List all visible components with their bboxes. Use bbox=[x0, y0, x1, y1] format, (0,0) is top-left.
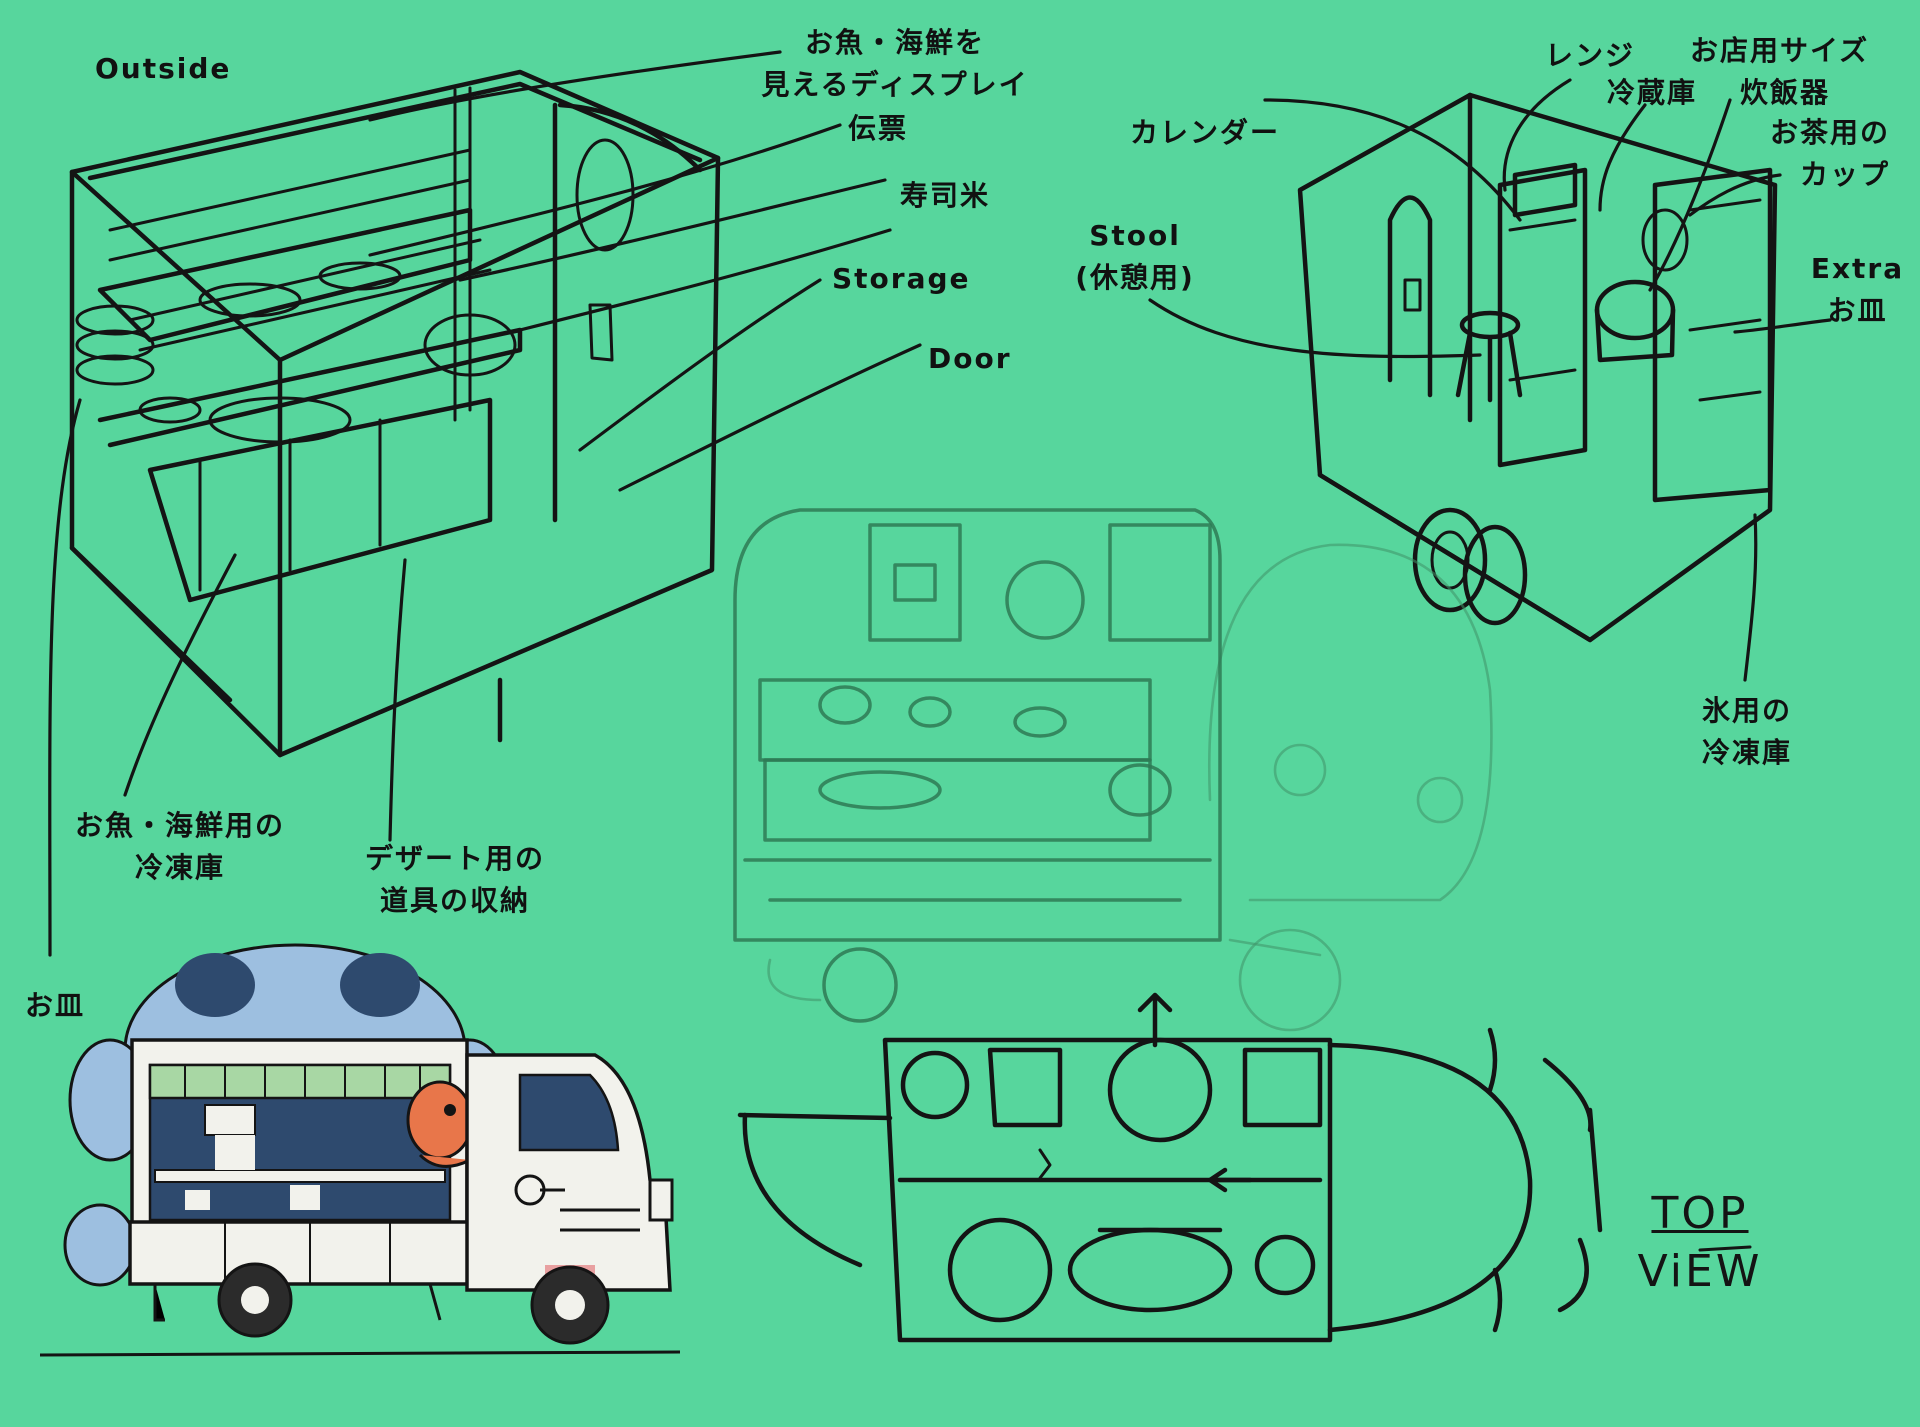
label-storage: Storage bbox=[832, 262, 971, 295]
label-slip: 伝票 bbox=[848, 112, 909, 145]
label-tea-cups: お茶用の カップ bbox=[1740, 112, 1890, 196]
label-extra-plates-line1: Extra bbox=[1810, 252, 1905, 285]
label-fish-freezer-line2: 冷凍庫 bbox=[134, 851, 225, 884]
label-fridge: 冷蔵庫 bbox=[1607, 76, 1698, 109]
label-dessert-storage: デザート用の 道具の収納 bbox=[345, 838, 565, 922]
top-view-sketch bbox=[737, 992, 1752, 1343]
color-food-truck bbox=[39, 943, 681, 1357]
label-dessert-storage-line1: デザート用の bbox=[364, 842, 545, 875]
label-microwave: レンジ bbox=[1545, 39, 1636, 72]
label-extra-plates: Extra お皿 bbox=[1800, 248, 1915, 332]
label-fish-display: お魚・海鮮を 見えるディスプレイ bbox=[730, 22, 1060, 106]
label-outside: Outside bbox=[95, 52, 232, 85]
front-view-ghost-sketch bbox=[733, 508, 1493, 1032]
fish-mascot bbox=[406, 1080, 474, 1160]
label-tea-cups-line1: お茶用の bbox=[1769, 116, 1890, 149]
label-ice-freezer: 氷用の 冷凍庫 bbox=[1672, 690, 1822, 774]
label-fish-freezer-line1: お魚・海鮮用の bbox=[74, 809, 285, 842]
label-stool-line2: (休憩用) bbox=[1075, 261, 1195, 294]
label-calendar: カレンダー bbox=[1130, 116, 1281, 149]
label-stool: Stool (休憩用) bbox=[1055, 215, 1215, 299]
label-fish-freezer: お魚・海鮮用の 冷凍庫 bbox=[55, 805, 305, 889]
label-ice-freezer-line1: 氷用の bbox=[1701, 694, 1792, 727]
outside-leader-lines bbox=[48, 50, 922, 957]
label-door: Door bbox=[928, 342, 1012, 375]
label-top-view-line2: ViEW bbox=[1637, 1246, 1763, 1297]
label-rice-cooker: 炊飯器 bbox=[1740, 76, 1831, 109]
label-sushi-rice: 寿司米 bbox=[900, 179, 991, 212]
label-tea-cups-line2: カップ bbox=[1799, 158, 1890, 191]
label-stool-line1: Stool bbox=[1089, 219, 1181, 252]
label-ice-freezer-line2: 冷凍庫 bbox=[1701, 736, 1792, 769]
label-fridge-size: お店用サイズ bbox=[1690, 34, 1870, 67]
label-dessert-storage-line2: 道具の収納 bbox=[379, 884, 530, 917]
label-top-view: TOP ViEW bbox=[1625, 1185, 1775, 1301]
inside-leader-lines bbox=[1148, 78, 1832, 682]
label-plates: お皿 bbox=[25, 989, 86, 1022]
label-top-view-line1: TOP bbox=[1651, 1188, 1749, 1239]
label-fish-display-line1: お魚・海鮮を bbox=[804, 26, 985, 59]
outside-stall-sketch bbox=[69, 69, 721, 758]
label-fish-display-line2: 見えるディスプレイ bbox=[761, 68, 1029, 101]
label-extra-plates-line2: お皿 bbox=[1827, 294, 1888, 327]
